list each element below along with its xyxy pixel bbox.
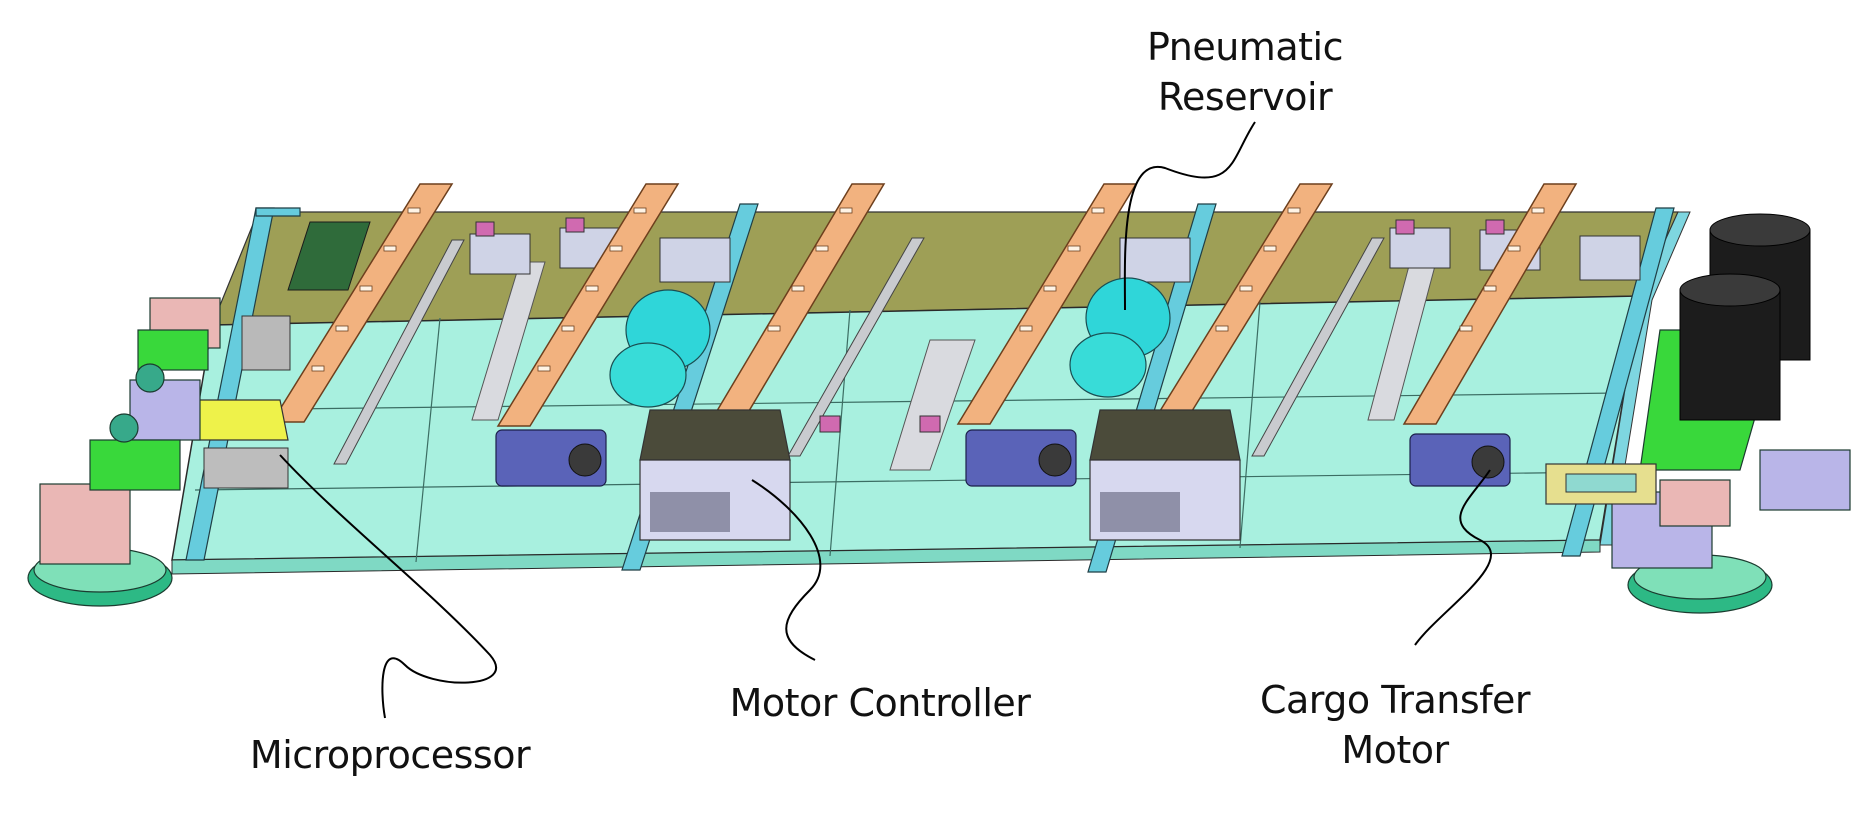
motor-gears [568,443,1505,479]
leader-microprocessor [279,454,498,719]
drag-chains [471,261,1437,471]
leader-cargo-transfer-motor [1414,469,1492,646]
leader-pneumatic-reservoir [1123,121,1256,311]
pneumatic-reservoirs [609,277,1171,408]
label-pneumatic-reservoir-line1: Pneumatic [1147,25,1343,69]
label-pneumatic-reservoir: Pneumatic Reservoir [1130,22,1360,122]
label-cargo-transfer-motor: Cargo Transfer Motor [1235,675,1555,775]
arm-slots [311,207,1545,372]
microprocessor-heatsink [203,447,289,489]
valve-pink-caps [475,217,1505,433]
display-screen [1565,473,1637,493]
label-cargo-transfer-motor-line2: Motor [1341,728,1449,772]
grey-module-left [241,315,291,371]
leader-motor-controller [751,479,822,661]
linear-rails [333,237,1385,465]
orange-arms [270,183,1578,427]
left-wheel-assemblies [27,297,221,607]
leader-lines [279,121,1492,719]
deck-front-edge [171,539,1601,575]
label-pneumatic-reservoir-line2: Reservoir [1157,75,1333,119]
right-side-frame [1599,211,1691,546]
label-motor-controller: Motor Controller [720,678,1040,728]
label-microprocessor-text: Microprocessor [249,733,531,777]
label-motor-controller-text: Motor Controller [729,681,1031,725]
drive-motors [1679,213,1811,421]
label-microprocessor: Microprocessor [240,730,540,780]
microprocessor-board [191,399,289,441]
controller-vents [650,492,1180,532]
circuit-board-left [287,221,371,291]
label-cargo-transfer-motor-line1: Cargo Transfer [1259,678,1531,722]
